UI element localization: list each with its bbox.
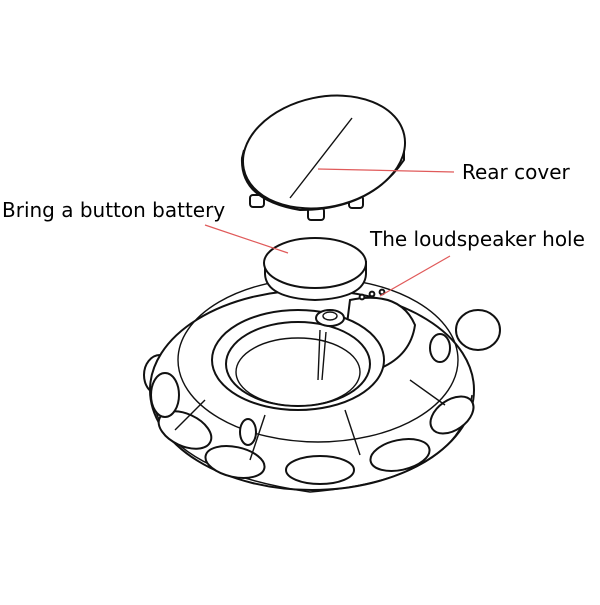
device-body	[143, 277, 501, 493]
label-button-battery: Bring a button battery	[2, 198, 226, 222]
battery-contact	[317, 329, 327, 381]
label-rear-cover: Rear cover	[462, 160, 570, 184]
label-loudspeaker-hole: The loudspeaker hole	[370, 227, 585, 251]
leader-lines	[204, 168, 455, 297]
battery-well-floor	[235, 337, 361, 407]
rim-bumps	[150, 372, 475, 485]
front-latch	[239, 418, 257, 446]
leader-rear-cover	[317, 168, 455, 173]
leader-battery	[204, 224, 289, 254]
right-ear-tab	[455, 309, 501, 351]
button-battery	[263, 237, 367, 302]
rear-cover	[240, 94, 407, 221]
side-window	[429, 333, 451, 363]
leader-speaker-hole	[379, 255, 451, 297]
battery-well-inner	[225, 321, 371, 407]
